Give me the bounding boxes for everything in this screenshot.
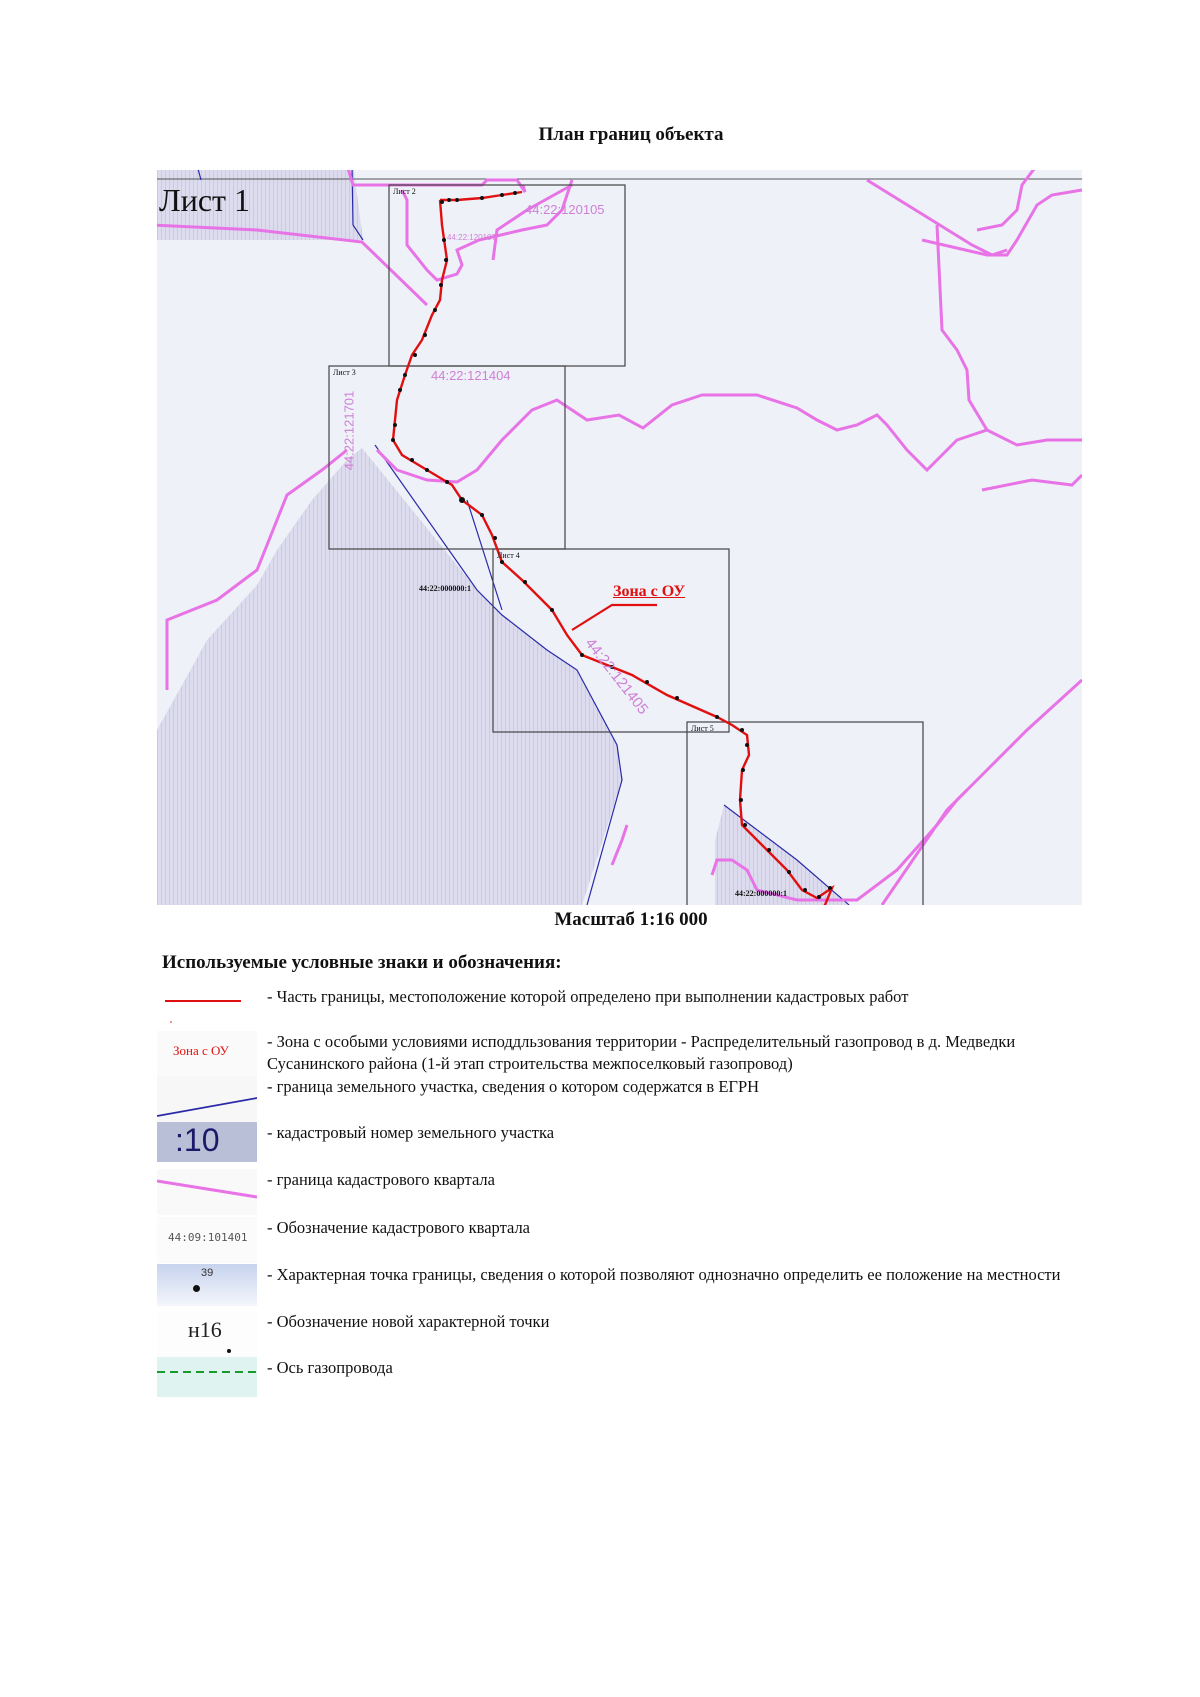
- legend-text-parcel-number: - кадастровый номер земельного участка: [267, 1123, 555, 1142]
- quarter-label-121404: 44:22:121404: [431, 368, 511, 383]
- parcel-label-sheet5: 44:22:000000:1: [735, 889, 787, 898]
- parcel-label-main: 44:22:000000:1: [419, 584, 471, 593]
- quarter-label-121701: 44:22:121701: [341, 390, 357, 471]
- quarter-number-swatch-label: 44:09:101401: [168, 1231, 248, 1244]
- point-dot-icon: [193, 1285, 200, 1292]
- legend-heading: Используемые условные знаки и обозначени…: [162, 952, 562, 973]
- point-swatch: 39: [157, 1264, 257, 1306]
- scale-label: Масштаб 1:16 000: [554, 909, 708, 930]
- green-dash-swatch: [157, 1357, 257, 1397]
- legend-text-point: - Характерная точка границы, сведения о …: [267, 1265, 1061, 1284]
- red-line-swatch: [165, 1000, 241, 1023]
- sheet-3-label: Лист 3: [333, 368, 356, 377]
- sheet-1-label: Лист 1: [159, 182, 251, 218]
- parcel-number-swatch: :10: [157, 1122, 257, 1162]
- sheet-2-label: Лист 2: [393, 187, 416, 196]
- sheet-frames: [328, 184, 924, 905]
- boundary-points: [391, 191, 832, 899]
- sheet-5-label: Лист 5: [691, 724, 714, 733]
- quarter-label-120105: 44:22:120105: [525, 202, 605, 217]
- sheet-frame-5: [686, 721, 924, 905]
- quarter-label-120107: 44:22:120107: [447, 233, 496, 242]
- new-point-swatch-label: н16: [188, 1317, 222, 1342]
- hatched-parcel-top: [157, 170, 363, 240]
- sheet-4-label: Лист 4: [497, 551, 520, 560]
- hatched-parcel-main: [157, 448, 622, 905]
- zone-label: Зона с ОУ: [613, 583, 686, 600]
- zone-swatch-label: Зона с ОУ: [173, 1043, 229, 1058]
- zone-callout-leader: [571, 603, 657, 631]
- zone-swatch: Зона с ОУ: [157, 1031, 257, 1077]
- cadastral-map[interactable]: Лист 1 Лист 2 Лист 3 Лист 4 Лист 5 44:22…: [157, 170, 1082, 905]
- legend-text-new-point: - Обозначение новой характерной точки: [267, 1312, 550, 1331]
- map-canvas: [157, 170, 1082, 905]
- sheet-frame-3: [328, 365, 566, 550]
- legend-text-red-line: - Часть границы, местоположение которой …: [267, 987, 909, 1006]
- red-boundary-line: [391, 199, 835, 905]
- quarter-number-swatch: 44:09:101401: [157, 1217, 257, 1263]
- magenta-line-swatch: [157, 1169, 257, 1215]
- legend-text-blue-line: - граница земельного участка, сведения о…: [267, 1077, 760, 1096]
- page-title: План границ объекта: [538, 124, 724, 145]
- legend-text-magenta-line: - граница кадастрового квартала: [267, 1170, 495, 1189]
- point-swatch-label: 39: [201, 1267, 214, 1279]
- new-point-dot-icon: [227, 1349, 231, 1353]
- legend-text-quarter-number: - Обозначение кадастрового квартала: [267, 1218, 531, 1237]
- new-point-swatch: н16: [157, 1311, 257, 1357]
- sheet-frame-4: [492, 548, 730, 733]
- blue-line-swatch: [157, 1076, 257, 1122]
- legend-text-zone: - Зона с особыми условиями исподдльзован…: [267, 1032, 1016, 1073]
- parcel-number-swatch-label: :10: [175, 1122, 220, 1158]
- legend-text-green-dash: - Ось газопровода: [267, 1358, 393, 1377]
